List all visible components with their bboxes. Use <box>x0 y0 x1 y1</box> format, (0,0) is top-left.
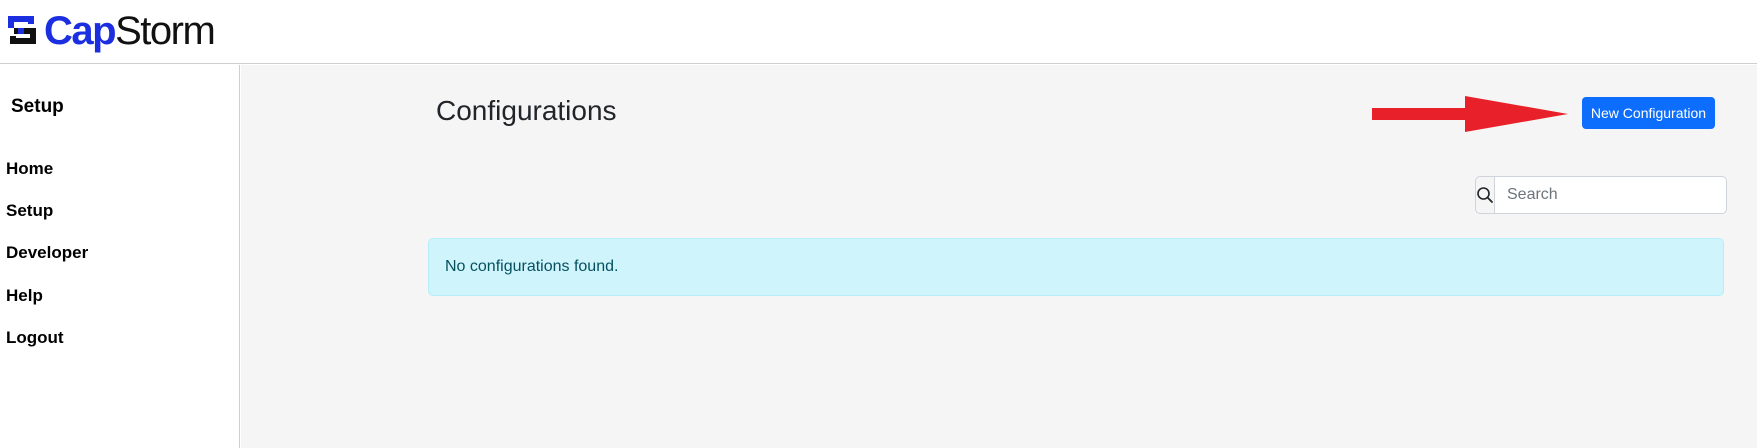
logo-wordmark: CapStorm <box>44 9 216 53</box>
new-configuration-button[interactable]: New Configuration <box>1582 97 1715 129</box>
empty-state-message: No configurations found. <box>445 258 619 275</box>
page-title: Configurations <box>436 95 617 126</box>
empty-state-alert: No configurations found. <box>428 238 1724 296</box>
logo-text-cap: Cap <box>44 9 117 53</box>
sidebar: Setup Home Setup Developer Help Logout <box>0 65 240 448</box>
sidebar-item-developer[interactable]: Developer <box>6 243 89 262</box>
app-header: CapStorm <box>0 0 1757 64</box>
sidebar-item-help[interactable]: Help <box>6 286 43 305</box>
search-button[interactable] <box>1475 176 1494 214</box>
red-arrow-icon <box>1372 96 1568 132</box>
capstorm-logo-mark-icon <box>8 16 36 44</box>
search-input[interactable] <box>1494 176 1727 214</box>
logo-text-storm: Storm <box>115 9 216 53</box>
sidebar-item-home[interactable]: Home <box>6 159 54 178</box>
search-icon <box>1477 187 1493 203</box>
main-content: Configurations New Configuration No conf… <box>241 65 1757 448</box>
sidebar-title: Setup <box>11 96 64 117</box>
sidebar-item-logout[interactable]: Logout <box>6 328 64 347</box>
capstorm-logo[interactable]: CapStorm <box>6 9 216 53</box>
search-group <box>1475 176 1727 214</box>
sidebar-item-setup[interactable]: Setup <box>6 201 54 220</box>
